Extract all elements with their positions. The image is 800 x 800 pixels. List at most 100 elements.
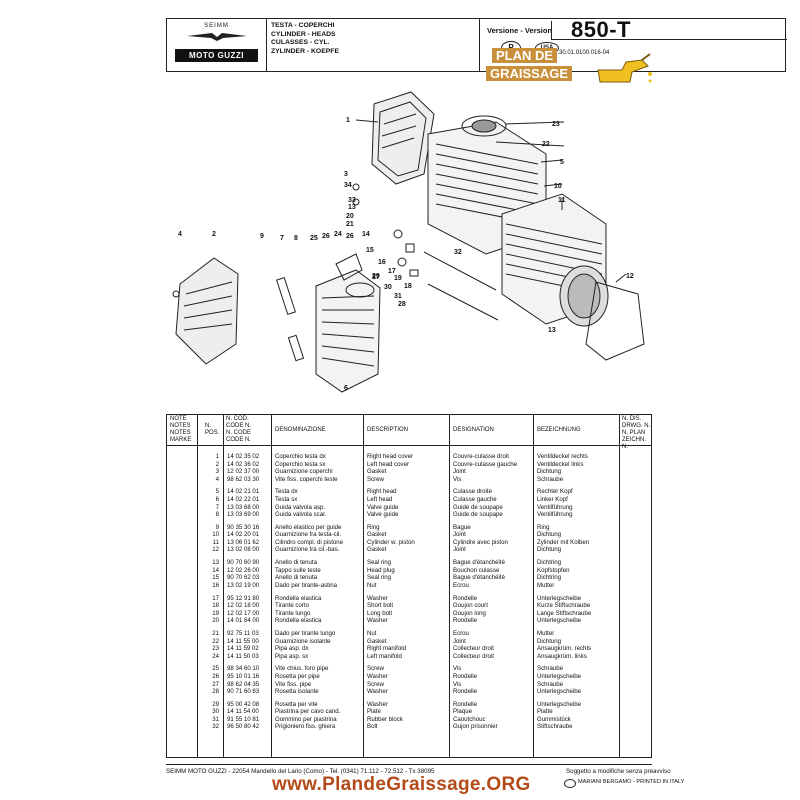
cell-code: 98 62 04 35 [227,680,260,688]
cell-pos: 19 [212,609,219,617]
cell-it: Vite chius. foro pipe [275,665,329,673]
oil-can-icon [597,53,652,83]
washer [352,198,360,206]
cell-fr: Guide de soupape [453,503,503,511]
cell-it: Guarnizione coperchi [275,468,333,476]
cell-en: Washer [367,594,388,602]
cell-fr: Couvre-culasse gauche [453,460,518,468]
cell-de: Lange Stiftschraube [537,609,592,617]
cell-pos: 27 [212,680,219,688]
cell-fr: Culasse gauche [453,495,497,503]
cell-it: Tirante corto [275,602,309,610]
callout-19: 19 [394,275,402,282]
callout-24: 24 [334,231,342,238]
head-left [315,269,381,393]
cell-fr: Joint [453,637,466,645]
site-watermark: www.PlandeGraissage.ORG [272,774,531,795]
head-plug [405,243,415,253]
valve-guide-exhaust [287,334,305,362]
cell-code: 98 34 60 10 [227,665,260,673]
cell-de: Kurze Stiftschraube [537,602,591,610]
cell-it: Vite fiss. pipe [275,680,312,688]
cell-pos: 9 [215,523,219,531]
cell-fr: Goujon court [453,602,488,610]
cell-it: Dado per tirante-astina [275,581,337,589]
document-number: 2/5.30.01.0100.016-04 [549,50,610,56]
cell-it: Rondella elastica [275,594,322,602]
cell-en: Short bolt [367,602,394,610]
brand-cell: SEIMM MOTO GUZZI [167,19,267,71]
cell-pos: 2 [215,460,219,468]
cell-pos: 28 [212,688,219,696]
cell-pos: 14 [212,566,219,574]
cell-code: 90 35 30 16 [227,523,260,531]
cell-fr: Goujon long [453,609,486,617]
seal-ring [397,257,407,267]
cell-code: 14 11 54 00 [227,708,259,716]
cell-fr: Vis [453,680,462,688]
cell-en: Head plug [367,566,395,574]
cell-fr: Culasse droite [453,488,492,496]
callout-22: 22 [542,141,550,148]
cell-it: Guida valvola scar. [275,511,327,519]
cell-fr: Ecrou [453,630,469,637]
cell-de: Ventildeckel links [537,460,584,468]
cell-fr: Cylindre avec piston [453,538,508,546]
cell-fr: Joint [453,468,466,476]
callout-20: 20 [346,213,354,220]
cell-code: 14 02 20 01 [227,531,260,539]
eagle-logo-icon [187,33,247,41]
cell-fr: Bague d'étanchéité [453,574,505,582]
cell-code: 96 50 80 42 [227,723,260,731]
cell-de: Rechter Kopf [537,488,573,496]
cell-code: 13 03 69 00 [227,511,260,519]
cell-en: Washer [367,672,388,680]
cell-it: Cilindro compl. di pistone [275,538,344,546]
cell-en: Washer [367,700,388,708]
footer-notice: Soggetto a modifiche senza preavviso [566,768,671,775]
cell-en: Screw [367,475,384,483]
cell-pos: 7 [215,503,219,511]
footer-printer: MARIANI BERGAMO - PRINTED IN ITALY [578,779,685,785]
divider [449,415,450,757]
cell-en: Nut [367,581,377,589]
cell-code: 12 02 17 00 [227,609,260,617]
title-fr: CULASSES - CYL. [271,39,330,47]
cell-en: Left head cover [367,460,410,468]
title-en: CYLINDER - HEADS [271,30,336,38]
cell-de: Ventildeckel rechts [537,453,588,460]
cell-fr: Gujon prisonnier [453,723,498,731]
cell-it: Piastrina per cavo cand. [275,708,341,716]
printer-logo-icon [564,779,576,788]
cell-en: Bolt [367,723,378,731]
watermark-badge-line2: GRAISSAGE [486,66,573,81]
cell-en: Screw [367,680,384,688]
cell-fr: Rondelle [453,594,478,602]
cell-pos: 20 [212,617,219,625]
cell-pos: 21 [212,630,219,637]
cell-en: Ring [367,523,380,531]
cell-code: 91 55 10 81 [227,715,260,723]
cell-en: Left head [367,495,393,503]
cell-en: Right head cover [367,453,414,460]
cell-code: 13 02 08 00 [227,546,260,554]
cell-en: Seal ring [367,574,392,582]
head-cover-left [175,257,239,365]
cell-de: Ring [537,523,550,531]
divider [551,39,787,40]
title-it: TESTA - COPERCHI [271,22,335,29]
callout-3: 3 [344,171,348,178]
cell-de: Dichtung [537,531,562,539]
